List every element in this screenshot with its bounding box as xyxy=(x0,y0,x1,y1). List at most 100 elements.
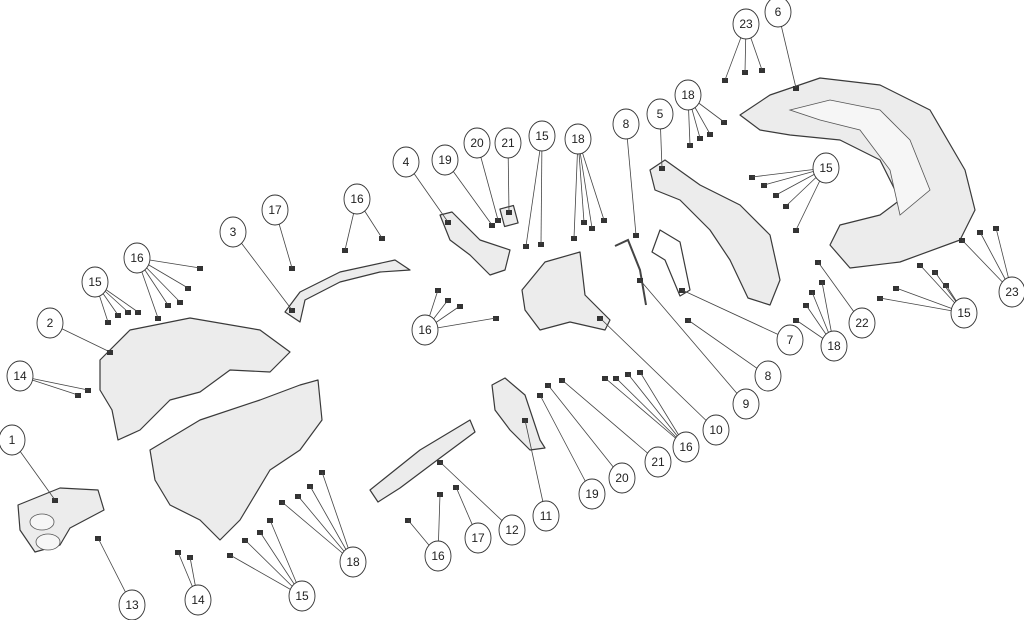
callout-number: 12 xyxy=(505,523,519,537)
fastener xyxy=(495,218,501,223)
callout-circle xyxy=(702,414,730,446)
callout-bubble: 21 xyxy=(494,127,522,159)
leader-line xyxy=(540,135,543,245)
callout-bubble: 8 xyxy=(612,108,640,140)
callout-number: 15 xyxy=(819,161,833,175)
callout-bubble: 9 xyxy=(732,388,760,420)
fastener xyxy=(685,318,691,323)
fastener xyxy=(289,266,295,271)
callout-circle xyxy=(6,360,34,392)
fastener xyxy=(177,300,183,305)
callout-number: 11 xyxy=(540,509,553,523)
callout-circle xyxy=(848,307,876,339)
callout-bubble: 18 xyxy=(674,79,702,111)
callout-number: 19 xyxy=(438,153,452,167)
callout-number: 15 xyxy=(957,306,971,320)
callout-circle xyxy=(732,8,760,40)
callout-circle xyxy=(950,297,978,329)
callout-bubble: 21 xyxy=(644,446,672,478)
callout-circle xyxy=(754,360,782,392)
leader-line xyxy=(573,138,579,239)
callout-number: 22 xyxy=(855,316,869,330)
callout-number: 18 xyxy=(681,88,695,102)
callout-circle xyxy=(36,307,64,339)
callout-bubble: 15 xyxy=(81,266,109,298)
fastener xyxy=(581,220,587,225)
callout-circle xyxy=(411,314,439,346)
fastener xyxy=(493,316,499,321)
part-6-inner xyxy=(788,99,931,216)
fastener xyxy=(289,308,295,313)
callout-bubble: 16 xyxy=(424,540,452,572)
callout-circle xyxy=(81,266,109,298)
leader-line xyxy=(604,377,687,448)
fastener xyxy=(877,296,883,301)
callout-bubble: 1 xyxy=(0,424,26,456)
callout-bubble: 16 xyxy=(123,242,151,274)
fastener xyxy=(687,143,693,148)
callout-number: 13 xyxy=(125,598,139,612)
callout-number: 9 xyxy=(743,397,750,411)
callout-circle xyxy=(184,584,212,616)
leader-line xyxy=(281,501,354,563)
callout-bubble: 12 xyxy=(498,514,526,546)
fastener xyxy=(538,242,544,247)
callout-circle xyxy=(431,144,459,176)
callout-bubble: 14 xyxy=(6,360,34,392)
fastener xyxy=(135,310,141,315)
callout-circle xyxy=(464,522,492,554)
callout-circle xyxy=(0,424,26,456)
callout-bubble: 18 xyxy=(820,330,848,362)
callout-number: 16 xyxy=(350,192,364,206)
fastener xyxy=(722,78,728,83)
fastener xyxy=(115,313,121,318)
leader-line xyxy=(639,279,747,405)
leader-line xyxy=(321,471,354,563)
callout-bubble: 7 xyxy=(776,324,804,356)
callout-bubble: 22 xyxy=(848,307,876,339)
fastener xyxy=(893,286,899,291)
fastener xyxy=(342,248,348,253)
callout-circle xyxy=(118,589,146,620)
callout-number: 5 xyxy=(657,107,664,121)
callout-bubble: 19 xyxy=(431,144,459,176)
callout-number: 23 xyxy=(739,17,753,31)
fastener xyxy=(125,310,131,315)
callout-number: 15 xyxy=(88,275,102,289)
callout-number: 17 xyxy=(471,531,485,545)
callout-bubble: 4 xyxy=(392,146,420,178)
callout-circle xyxy=(261,194,289,226)
callout-circle xyxy=(564,123,592,155)
part-21-plate xyxy=(499,204,519,228)
callout-bubble: 6 xyxy=(764,0,792,28)
callout-circle xyxy=(612,108,640,140)
fastener xyxy=(155,316,161,321)
fastener xyxy=(793,86,799,91)
leader-line xyxy=(599,317,717,431)
leader-line xyxy=(615,377,687,448)
leader-line xyxy=(525,135,543,247)
callout-bubble: 13 xyxy=(118,589,146,620)
callout-number: 16 xyxy=(431,549,445,563)
callout-bubble: 14 xyxy=(184,584,212,616)
fastener xyxy=(107,350,113,355)
fastener xyxy=(105,320,111,325)
fastener xyxy=(783,204,789,209)
part-1-hole xyxy=(29,513,55,531)
callout-number: 2 xyxy=(47,316,54,330)
leader-line xyxy=(547,384,623,479)
fastener xyxy=(457,304,463,309)
callout-circle xyxy=(219,216,247,248)
leader-line xyxy=(681,289,791,341)
fastener xyxy=(659,166,665,171)
callout-bubble: 23 xyxy=(732,8,760,40)
callout-circle xyxy=(732,388,760,420)
fastener xyxy=(679,288,685,293)
fastener xyxy=(633,233,639,238)
part-3-trim xyxy=(284,259,411,323)
callout-number: 20 xyxy=(615,471,629,485)
callout-bubble: 15 xyxy=(528,120,556,152)
part-6-rear-rack xyxy=(739,77,976,269)
